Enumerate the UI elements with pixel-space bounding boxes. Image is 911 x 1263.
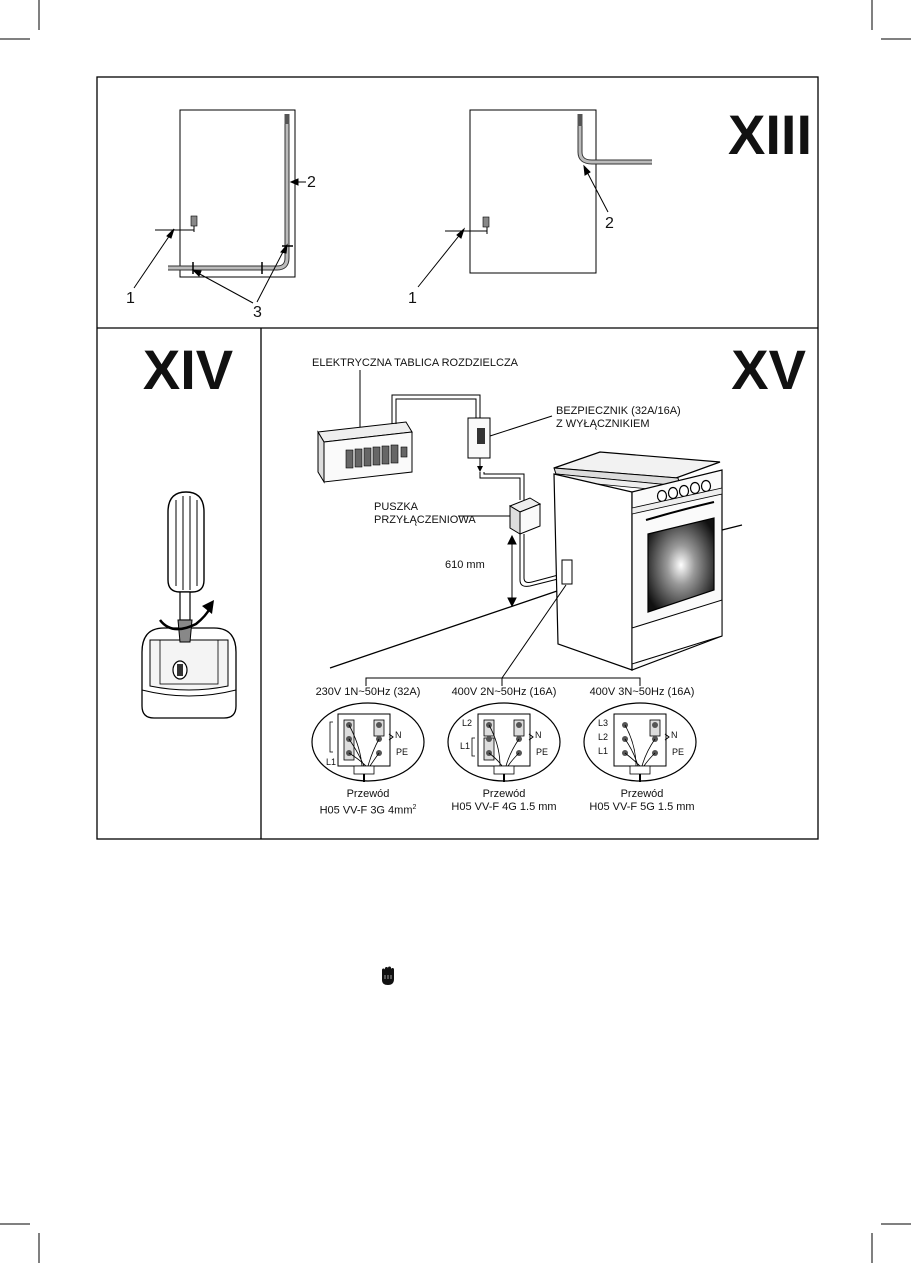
panel-xv: XV ELEKTRYCZNA TABLICA ROZDZIELCZA BEZPI… bbox=[312, 338, 806, 686]
panel-xiii: XIII bbox=[126, 103, 812, 321]
floor-line bbox=[330, 590, 560, 668]
xiii-left-diagram: 1 2 3 bbox=[126, 110, 316, 321]
cable-caption-3: Przewód H05 VV-F 5G 1.5 mm bbox=[572, 788, 712, 814]
fuse-switch bbox=[468, 416, 552, 472]
panel-xiii-title: XIII bbox=[728, 103, 812, 166]
electric-cooker bbox=[554, 452, 722, 670]
fuse-label-line2: Z WYŁĄCZNIKIEM bbox=[556, 418, 650, 430]
cable-caption-2: Przewód H05 VV-F 4G 1.5 mm bbox=[434, 788, 574, 814]
terminal-label-pe: PE bbox=[396, 747, 408, 757]
terminal-label-l1: L1 bbox=[598, 746, 608, 756]
label-2: 2 bbox=[307, 174, 316, 191]
terminal-label-l3: L3 bbox=[598, 718, 608, 728]
gas-inlet bbox=[191, 216, 197, 226]
wiring-variant-3: 400V 3N~50Hz (16A) bbox=[572, 686, 712, 698]
wiring-variant-2: 400V 2N~50Hz (16A) bbox=[434, 686, 574, 698]
junction-box bbox=[458, 498, 540, 534]
distribution-board bbox=[318, 370, 412, 482]
label-3: 3 bbox=[253, 304, 262, 321]
height-label: 610 mm bbox=[445, 559, 485, 571]
terminal-label-l1: L1 bbox=[326, 757, 336, 767]
cable-caption-spec: H05 VV-F 5G 1.5 mm bbox=[572, 801, 712, 814]
terminal-label-n: N bbox=[395, 730, 402, 740]
terminal-label-l2: L2 bbox=[598, 732, 608, 742]
cable-caption-spec: H05 VV-F 3G 4mm2 bbox=[298, 801, 438, 818]
distribution-board-label: ELEKTRYCZNA TABLICA ROZDZIELCZA bbox=[312, 357, 519, 369]
terminal-label-n: N bbox=[535, 730, 542, 740]
wiring-title: 400V 2N~50Hz (16A) bbox=[434, 686, 574, 698]
gas-inlet bbox=[483, 217, 489, 227]
junction-box-label-line1: PUSZKA bbox=[374, 501, 419, 513]
label-1: 1 bbox=[408, 290, 417, 307]
terminal-label-l1: L1 bbox=[460, 741, 470, 751]
terminal-label-n: N bbox=[671, 730, 678, 740]
label-2: 2 bbox=[605, 215, 614, 232]
cable-caption-label: Przewód bbox=[572, 788, 712, 801]
cable-caption-1: Przewód H05 VV-F 3G 4mm2 bbox=[298, 788, 438, 818]
panel-xiv-title: XIV bbox=[143, 338, 233, 401]
panel-xv-title: XV bbox=[731, 338, 806, 401]
xiii-right-diagram: 1 2 bbox=[408, 110, 652, 307]
wiring-variant-1: 230V 1N~50Hz (32A) bbox=[298, 686, 438, 698]
cable-caption-spec: H05 VV-F 4G 1.5 mm bbox=[434, 801, 574, 814]
cabinet-outline bbox=[180, 110, 295, 277]
panel-xiv: XIV bbox=[142, 338, 236, 718]
wiring-title: 230V 1N~50Hz (32A) bbox=[298, 686, 438, 698]
wiring-title: 400V 3N~50Hz (16A) bbox=[572, 686, 712, 698]
height-dimension bbox=[508, 536, 516, 606]
screwdriver-knob-illustration bbox=[142, 492, 236, 718]
hand-stop-icon bbox=[378, 966, 398, 988]
cable-caption-label: Przewód bbox=[298, 788, 438, 801]
fuse-label-line1: BEZPIECZNIK (32A/16A) bbox=[556, 405, 681, 417]
terminal-label-pe: PE bbox=[672, 747, 684, 757]
cabinet-outline bbox=[470, 110, 596, 273]
terminal-label-pe: PE bbox=[536, 747, 548, 757]
terminal-label-l2: L2 bbox=[462, 718, 472, 728]
label-1: 1 bbox=[126, 290, 135, 307]
cable-caption-label: Przewód bbox=[434, 788, 574, 801]
